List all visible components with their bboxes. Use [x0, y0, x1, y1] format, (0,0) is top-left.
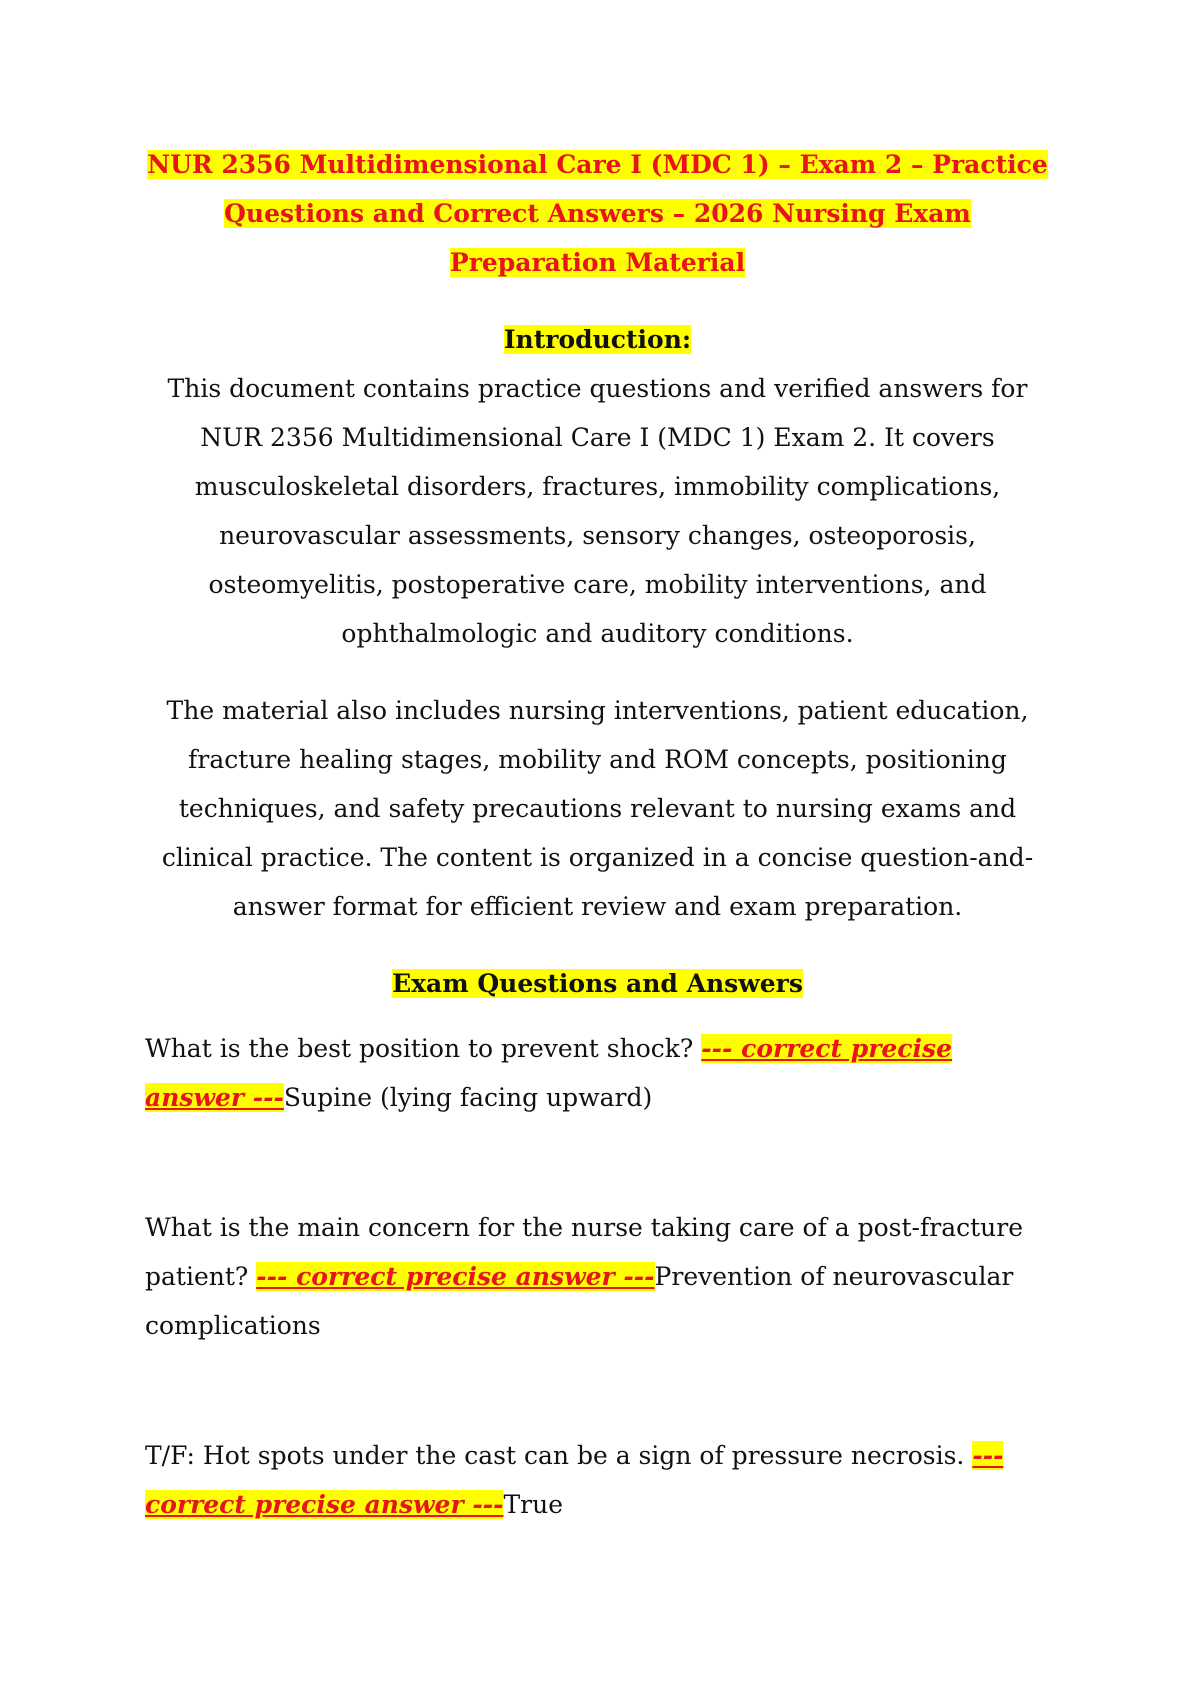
qa-item-2: What is the main concern for the nurse t…: [145, 1203, 1050, 1350]
question-text: What is the best position to prevent sho…: [145, 1034, 694, 1063]
qa-heading: Exam Questions and Answers: [145, 959, 1050, 1008]
answer-marker: --- correct precise answer ---: [256, 1262, 655, 1291]
introduction-paragraph-1: This document contains practice question…: [167, 374, 1028, 648]
introduction-paragraph-2: The material also includes nursing inter…: [161, 696, 1034, 921]
document-title: NUR 2356 Multidimensional Care I (MDC 1)…: [145, 140, 1050, 287]
answer-text: True: [503, 1490, 563, 1519]
introduction-heading-text: Introduction:: [503, 325, 692, 354]
qa-heading-text: Exam Questions and Answers: [392, 969, 803, 998]
question-text: T/F: Hot spots under the cast can be a s…: [145, 1441, 965, 1470]
answer-text: Supine (lying facing upward): [283, 1083, 653, 1112]
document-page: NUR 2356 Multidimensional Care I (MDC 1)…: [145, 140, 1050, 1529]
qa-item-3: T/F: Hot spots under the cast can be a s…: [145, 1431, 1050, 1529]
introduction-heading: Introduction:: [145, 315, 1050, 364]
qa-list: What is the best position to prevent sho…: [145, 1024, 1050, 1529]
document-title-text: NUR 2356 Multidimensional Care I (MDC 1)…: [147, 150, 1048, 277]
question-text: What is the main concern for the nurse t…: [145, 1213, 1024, 1291]
answer-text: Prevention of neurovascular complication…: [145, 1262, 1014, 1340]
qa-item-1: What is the best position to prevent sho…: [145, 1024, 1050, 1122]
